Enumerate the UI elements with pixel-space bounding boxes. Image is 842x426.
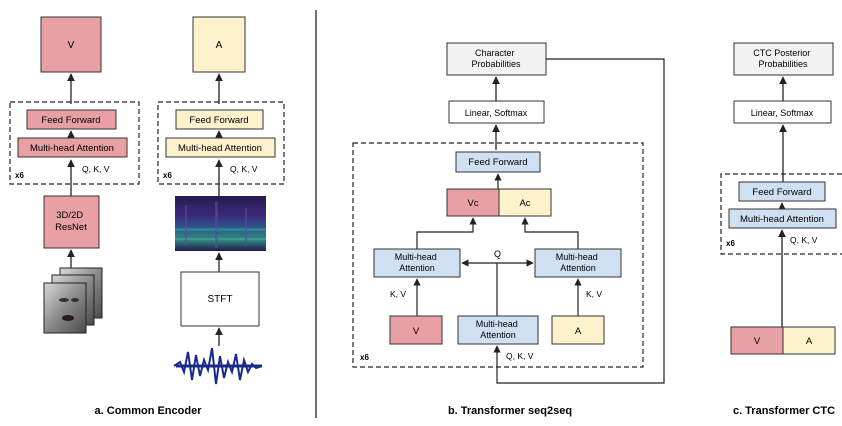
audio-mha-box [165, 137, 276, 158]
mha-left-line2: Attention [399, 263, 435, 273]
mha-right-box [534, 248, 622, 278]
arrow-mha-left-to-vc [416, 217, 477, 249]
video-encoder-dashed-box [9, 101, 140, 185]
panel-transformer-ctc: CTC Posterior Probabilities Linear, Soft… [720, 42, 842, 417]
ac-box [498, 188, 552, 217]
audio-output-box [192, 16, 246, 73]
video-output-box [40, 16, 102, 73]
video-mha-box [17, 137, 128, 158]
decoder-dashed-box [352, 142, 644, 368]
q-label: Q [494, 249, 501, 259]
vc-label: Vc [467, 198, 478, 209]
video-output-label: V [68, 40, 75, 51]
b-feed-forward-label: Feed Forward [468, 157, 527, 168]
panel-common-encoder: V Feed Forward Multi-head Attention x6 Q… [9, 16, 285, 417]
linear-softmax-label: Linear, Softmax [465, 108, 528, 118]
b-qkv-label: Q, K, V [506, 351, 534, 361]
mha-left-label: Multi-head Attention [395, 252, 440, 273]
mha-right-label: Multi-head Attention [556, 252, 601, 273]
mha-left-line1: Multi-head [395, 252, 437, 262]
audio-repeat-label: x6 [163, 171, 172, 180]
c-linear-softmax-label: Linear, Softmax [751, 108, 814, 118]
kv-right-label: K, V [586, 289, 602, 299]
caption-common-encoder: a. Common Encoder [95, 405, 203, 417]
arrow-feedback-loop [493, 58, 665, 384]
ac-label: Ac [519, 198, 530, 209]
video-feed-forward-label: Feed Forward [41, 115, 100, 126]
audio-feed-forward-label: Feed Forward [189, 115, 248, 126]
video-feed-forward-box [26, 109, 117, 130]
mha-right-line1: Multi-head [556, 252, 598, 262]
waveform-image [173, 347, 263, 385]
mha-right-line2: Attention [560, 263, 596, 273]
ctc-probs-line2: Probabilities [758, 59, 808, 69]
resnet-label-line1: 3D/2D [56, 210, 83, 221]
c-dashed-box [720, 173, 842, 255]
audio-feed-forward-box [175, 109, 264, 130]
audio-output-label: A [216, 40, 223, 51]
c-linear-softmax-box [733, 100, 832, 124]
video-mha-label: Multi-head Attention [30, 143, 114, 154]
mha-left-box [373, 248, 461, 278]
c-v-label: V [754, 336, 761, 347]
c-mha-label: Multi-head Attention [740, 214, 824, 225]
ctc-probs-label: CTC Posterior Probabilities [753, 48, 813, 69]
caption-transformer-seq2seq: b. Transformer seq2seq [448, 405, 572, 417]
mha-bottom-label: Multi-head Attention [476, 319, 521, 340]
resnet-box [43, 195, 100, 249]
audio-mha-label: Multi-head Attention [178, 143, 262, 154]
b-feed-forward-box [455, 151, 541, 173]
mha-bottom-box [457, 315, 539, 345]
c-a-box [782, 326, 836, 355]
c-feed-forward-box [738, 181, 826, 202]
c-v-box [730, 326, 784, 355]
c-mha-box [728, 208, 837, 229]
resnet-label-line2: ResNet [55, 222, 87, 233]
c-qkv-label: Q, K, V [790, 235, 818, 245]
c-a-label: A [806, 336, 813, 347]
stft-box [180, 271, 260, 327]
b-v-box [389, 315, 443, 345]
ctc-probs-box [733, 42, 834, 76]
vc-box [446, 188, 500, 217]
arrow-mha-right-to-ac [521, 217, 579, 249]
char-probs-line2: Probabilities [471, 59, 521, 69]
resnet-label: 3D/2D ResNet [55, 210, 87, 233]
c-repeat-label: x6 [726, 239, 735, 248]
stft-label: STFT [208, 294, 233, 305]
spectrogram-image [175, 196, 266, 251]
kv-left-label: K, V [390, 289, 406, 299]
ctc-probs-line1: CTC Posterior [753, 48, 810, 58]
audio-qkv-label: Q, K, V [230, 164, 258, 174]
b-a-box [551, 315, 605, 345]
video-repeat-label: x6 [15, 171, 24, 180]
char-probs-box [446, 42, 547, 76]
video-qkv-label: Q, K, V [82, 164, 110, 174]
b-a-label: A [575, 326, 582, 337]
c-feed-forward-label: Feed Forward [752, 187, 811, 198]
char-probs-label: Character Probabilities [471, 48, 521, 69]
mha-bottom-line2: Attention [480, 330, 516, 340]
caption-transformer-ctc: c. Transformer CTC [733, 405, 835, 417]
b-v-label: V [413, 326, 420, 337]
b-repeat-label: x6 [360, 353, 369, 362]
linear-softmax-box [448, 100, 545, 124]
mha-bottom-line1: Multi-head [476, 319, 518, 329]
char-probs-line1: Character [475, 48, 515, 58]
panel-transformer-seq2seq: Character Probabilities Linear, Softmax … [352, 42, 665, 417]
face-frames-image [43, 267, 103, 334]
